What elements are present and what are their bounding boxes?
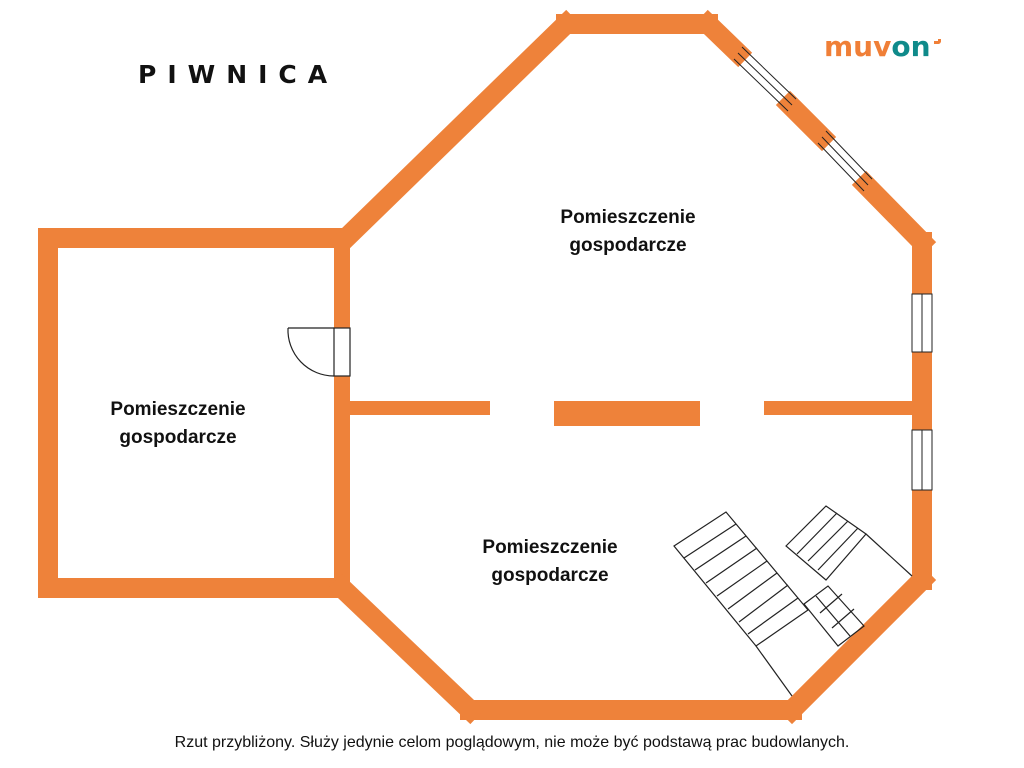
window-upper-right-1 [733, 46, 797, 112]
windows [733, 46, 933, 491]
left-room-walls [38, 228, 350, 598]
divider-segment-2 [554, 401, 700, 426]
window-upper-right-2 [817, 130, 873, 192]
wall-partition-upper [334, 240, 350, 328]
octagon-walls [327, 9, 937, 725]
stair-guide-2 [865, 533, 913, 577]
window-right-1 [911, 293, 933, 353]
wall-oct-upper-right-a [693, 9, 753, 68]
wall-oct-upper-left [327, 9, 581, 257]
stair-flight-right [785, 505, 867, 581]
room-label-line2: gospodarcze [119, 427, 237, 448]
wall-oct-upper-right-b [775, 90, 837, 152]
wall-partition-lower [334, 376, 350, 582]
room-label-lower: Pomieszczenie gospodarcze [450, 534, 650, 590]
stair-guide-1 [755, 645, 793, 697]
divider-segment-1 [350, 401, 490, 415]
interior-divider [350, 401, 914, 426]
window-right-2 [911, 429, 933, 491]
room-label-line2: gospodarcze [569, 235, 687, 256]
stair-landing [803, 585, 865, 647]
room-label-line2: gospodarcze [491, 565, 609, 586]
room-label-line1: Pomieszczenie [482, 537, 618, 558]
wall-left-outer [38, 228, 58, 598]
wall-oct-lower-left [327, 573, 485, 725]
wall-oct-lower-right [777, 565, 937, 725]
brand-part-1: muv [824, 30, 892, 63]
staircase [673, 505, 913, 697]
page-title: PIWNICA [138, 60, 339, 89]
room-label-line1: Pomieszczenie [560, 207, 696, 228]
stair-flight-left [673, 511, 809, 647]
divider-segment-3 [764, 401, 914, 415]
brand-logo: muvon [824, 30, 941, 63]
wall-left-bottom [38, 578, 350, 598]
door-swing [287, 327, 335, 377]
disclaimer-text: Rzut przybliżony. Służy jedynie celom po… [174, 734, 850, 751]
room-label-left: Pomieszczenie gospodarcze [78, 396, 278, 452]
room-label-line1: Pomieszczenie [110, 399, 246, 420]
door-frame [333, 327, 351, 377]
brand-part-2: on [891, 30, 931, 63]
wall-left-top [38, 228, 350, 248]
door [287, 327, 351, 377]
room-label-upper: Pomieszczenie gospodarcze [528, 204, 728, 260]
partition-wall [334, 240, 350, 582]
brand-mark-icon [933, 39, 941, 44]
